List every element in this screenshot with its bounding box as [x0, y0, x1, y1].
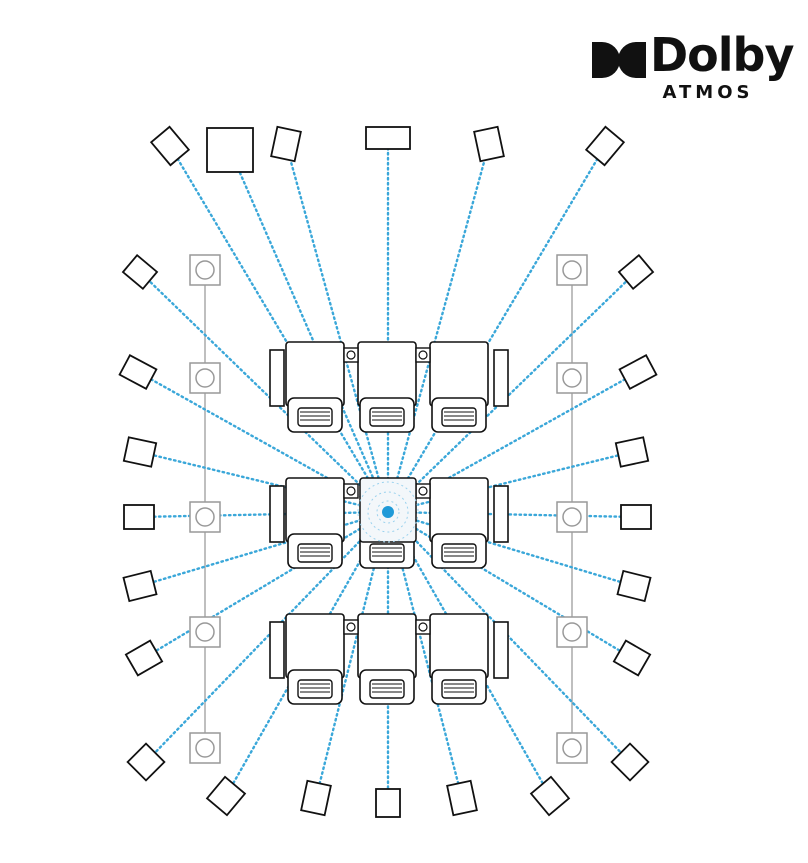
seat-icon — [285, 341, 345, 433]
seat-armrest — [269, 485, 285, 543]
gray-speakers — [189, 254, 588, 764]
logo-brand-text: Dolby — [650, 28, 794, 82]
speaker-icon — [123, 504, 155, 530]
speaker-icon — [584, 125, 626, 167]
sightline-ray — [142, 510, 390, 660]
sightline-ray — [138, 450, 390, 514]
speaker-icon — [365, 126, 411, 150]
sightline-ray — [168, 144, 390, 514]
sightline-ray — [144, 510, 390, 764]
speakers — [118, 125, 658, 818]
sightline-ray — [386, 144, 607, 514]
speaker-icon — [446, 779, 478, 817]
speaker-icon — [620, 504, 652, 530]
sightline-ray — [386, 510, 634, 660]
dolby-atmos-logo: Dolby ATMOS — [590, 28, 794, 105]
surround-speaker-icon — [556, 616, 588, 648]
sightline-ray — [386, 270, 638, 514]
speaker-icon — [205, 775, 247, 817]
speaker-icon — [149, 125, 191, 167]
speaker-icon — [614, 436, 650, 468]
surround-speaker-icon — [189, 362, 221, 394]
listener-highlight — [357, 477, 419, 543]
speaker-icon — [121, 253, 159, 291]
speaker-icon — [610, 742, 650, 782]
cup-holder-icon — [343, 483, 359, 499]
surround-speaker-icon — [556, 254, 588, 286]
speaker-icon — [612, 639, 652, 677]
speaker-icon — [618, 354, 658, 390]
speaker-icon — [300, 779, 332, 817]
seat-icon — [429, 613, 489, 705]
sightline-ray — [386, 510, 638, 519]
surround-speaker-icon — [189, 501, 221, 533]
surround-speaker-icon — [556, 501, 588, 533]
surround-speaker-icon — [556, 732, 588, 764]
sightline-ray — [386, 510, 636, 588]
sightline-ray — [386, 510, 552, 798]
seat-icon — [357, 341, 417, 433]
cup-holder-icon — [415, 619, 431, 635]
speaker-icon — [124, 639, 164, 677]
cup-holder-icon — [415, 347, 431, 363]
speaker-icon — [473, 125, 505, 163]
sightline-ray — [228, 148, 390, 514]
seat-icon — [285, 613, 345, 705]
cup-holder-icon — [343, 619, 359, 635]
sightline-rays — [136, 136, 640, 805]
surround-speaker-icon — [189, 732, 221, 764]
seat-armrest — [269, 349, 285, 407]
surround-speaker-icon — [189, 254, 221, 286]
sightline-ray — [386, 450, 634, 514]
speaker-icon — [206, 127, 254, 173]
speaker-icon — [616, 569, 652, 603]
seat-icon — [357, 613, 417, 705]
cup-holder-icon — [343, 347, 359, 363]
speaker-icon — [529, 775, 571, 817]
speaker-icon — [122, 436, 158, 468]
speaker-icon — [122, 569, 158, 603]
speaker-icon — [617, 253, 655, 291]
sightline-ray — [138, 270, 390, 514]
seat-armrest — [493, 621, 509, 679]
logo-sub-text: ATMOS — [662, 82, 754, 103]
seat-armrest — [493, 485, 509, 543]
speaker-icon — [118, 354, 158, 390]
cup-holder-icon — [415, 483, 431, 499]
seat-icon — [429, 341, 489, 433]
surround-speaker-icon — [556, 362, 588, 394]
seat-armrest — [269, 621, 285, 679]
seats — [269, 341, 509, 705]
speaker-icon — [375, 788, 401, 818]
surround-speaker-icon — [189, 616, 221, 648]
seat-icon — [429, 477, 489, 569]
listener-dot-icon — [382, 506, 394, 518]
speaker-icon — [126, 742, 166, 782]
sightline-ray — [284, 142, 390, 514]
sightline-ray — [386, 510, 632, 764]
seat-icon — [285, 477, 345, 569]
sightline-ray — [138, 510, 390, 588]
dolby-double-d-icon — [592, 42, 646, 78]
seat-armrest — [493, 349, 509, 407]
sightline-ray — [386, 142, 491, 514]
sightline-ray — [137, 510, 390, 519]
speaker-icon — [270, 125, 302, 163]
